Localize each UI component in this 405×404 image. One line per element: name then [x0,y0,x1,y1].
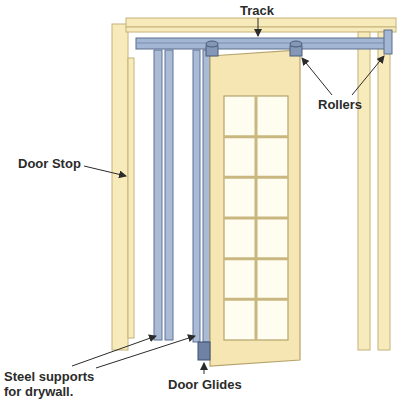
part-label: Track [240,3,274,18]
track [136,30,392,54]
door-glide [198,342,210,360]
door-stop [128,58,134,338]
part-label: Door Glides [168,377,242,392]
part-label: Door Stop [18,156,81,171]
leader-lines [72,18,384,374]
rollers [206,41,302,56]
steel-supports [154,50,210,342]
part-label: Steel supports for drywall. [4,369,104,399]
part-label: Rollers [318,97,362,112]
door [210,50,300,366]
